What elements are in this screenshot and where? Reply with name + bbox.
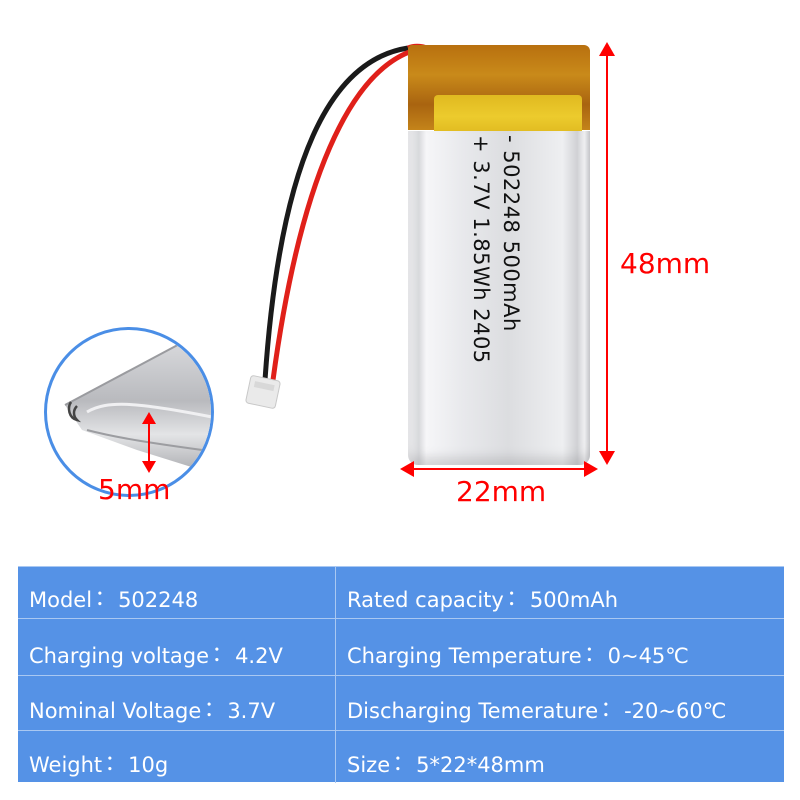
connector-plug	[245, 375, 281, 409]
spec-weight: Weight：10g	[18, 731, 336, 783]
battery-label-line-2: + 3.7V 1.85Wh 2405	[469, 135, 493, 364]
spec-charging-temperature: Charging Temperature：0~45℃	[347, 642, 689, 668]
spec-size: Size：5*22*48mm	[347, 751, 545, 777]
battery-edge-closeup	[64, 339, 211, 474]
thickness-detail-circle	[44, 327, 214, 497]
thickness-dimension-arrow	[142, 412, 156, 473]
spec-discharging-temperature: Discharging Temerature：-20~60℃	[347, 697, 727, 723]
spec-row: Model：502248 Rated capacity：500mAh	[18, 567, 784, 618]
product-image: - 502248 500mAh + 3.7V 1.85Wh 2405 48mm …	[44, 42, 711, 508]
spec-table: Model：502248 Rated capacity：500mAh Charg…	[18, 566, 784, 783]
spec-rated-capacity: Rated capacity：500mAh	[347, 586, 619, 612]
height-dimension-label: 48mm	[620, 247, 711, 280]
spec-charging-voltage: Charging voltage：4.2V	[18, 619, 336, 676]
battery-protection-board	[408, 45, 590, 131]
lipo-battery: - 502248 500mAh + 3.7V 1.85Wh 2405	[408, 45, 590, 465]
width-dimension-label: 22mm	[456, 475, 547, 508]
spec-model: Model：502248	[18, 567, 336, 618]
spec-nominal-voltage: Nominal Voltage：3.7V	[18, 676, 336, 731]
spec-row: Weight：10g Size：5*22*48mm	[18, 730, 784, 783]
battery-printed-label: - 502248 500mAh + 3.7V 1.85Wh 2405	[463, 135, 523, 435]
width-dimension-arrow	[400, 461, 598, 477]
height-dimension-arrow	[599, 42, 615, 465]
battery-label-line-1: - 502248 500mAh	[499, 135, 523, 332]
spec-row: Nominal Voltage：3.7V Discharging Temerat…	[18, 675, 784, 731]
battery-wires	[245, 43, 432, 409]
thickness-dimension-label: 5mm	[98, 473, 171, 506]
spec-row: Charging voltage：4.2V Charging Temperatu…	[18, 618, 784, 676]
battery-cell	[408, 131, 590, 465]
